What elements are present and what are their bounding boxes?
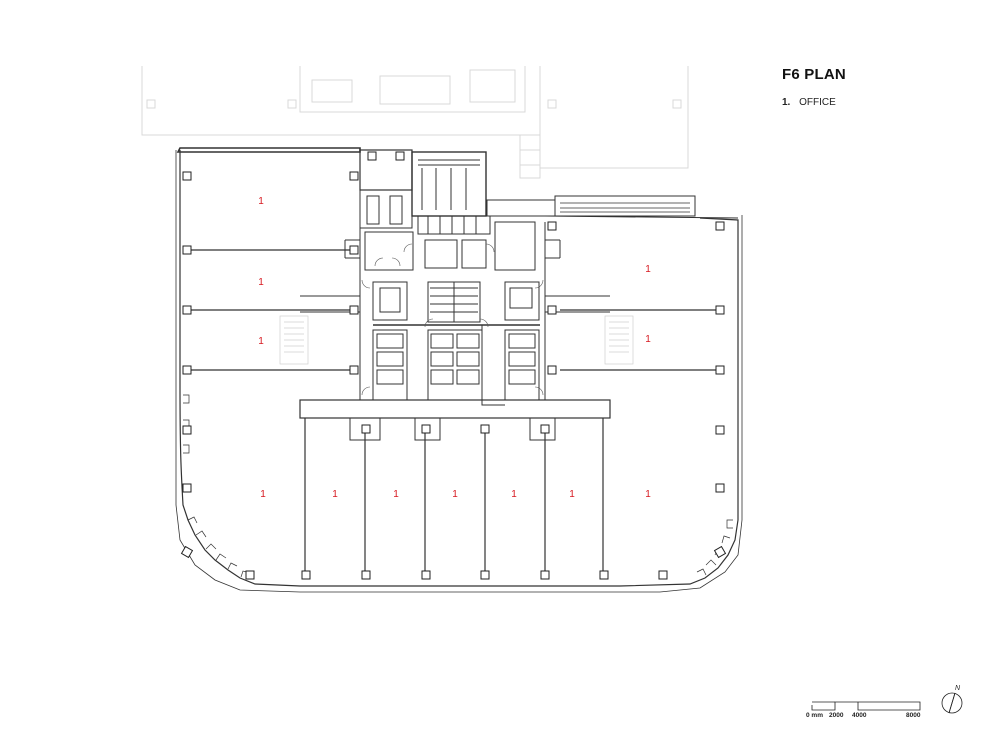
legend: 1. OFFICE [782,97,836,108]
ghost-upper-building [141,66,689,179]
scale-label-0: 0 mm [806,712,823,719]
doors [361,243,544,396]
room-label: 1 [260,489,266,500]
north-arrow-icon [941,692,963,714]
legend-label: OFFICE [799,97,836,108]
partitions [188,249,720,578]
room-label: 1 [258,196,264,207]
scale-label-8000: 8000 [906,712,921,719]
room-label: 1 [645,264,651,275]
plan-title: F6 PLAN [782,66,846,83]
room-labels: 1 1 1 1 1 1 1 1 1 1 1 1 [258,196,651,500]
room-label: 1 [258,336,264,347]
room-label: 1 [645,489,651,500]
ghost-stairs [279,315,634,365]
core [299,149,611,441]
building-outline [175,147,743,593]
scale-label-2000: 2000 [829,712,844,719]
room-label: 1 [511,489,517,500]
room-label: 1 [258,277,264,288]
scale-label-4000: 4000 [852,712,867,719]
columns [180,151,727,580]
north-label: N [955,685,961,692]
room-label: 1 [645,334,651,345]
scale-bar [811,701,921,711]
room-label: 1 [569,489,575,500]
room-label: 1 [393,489,399,500]
legend-number: 1. [782,97,791,108]
room-label: 1 [452,489,458,500]
room-label: 1 [332,489,338,500]
